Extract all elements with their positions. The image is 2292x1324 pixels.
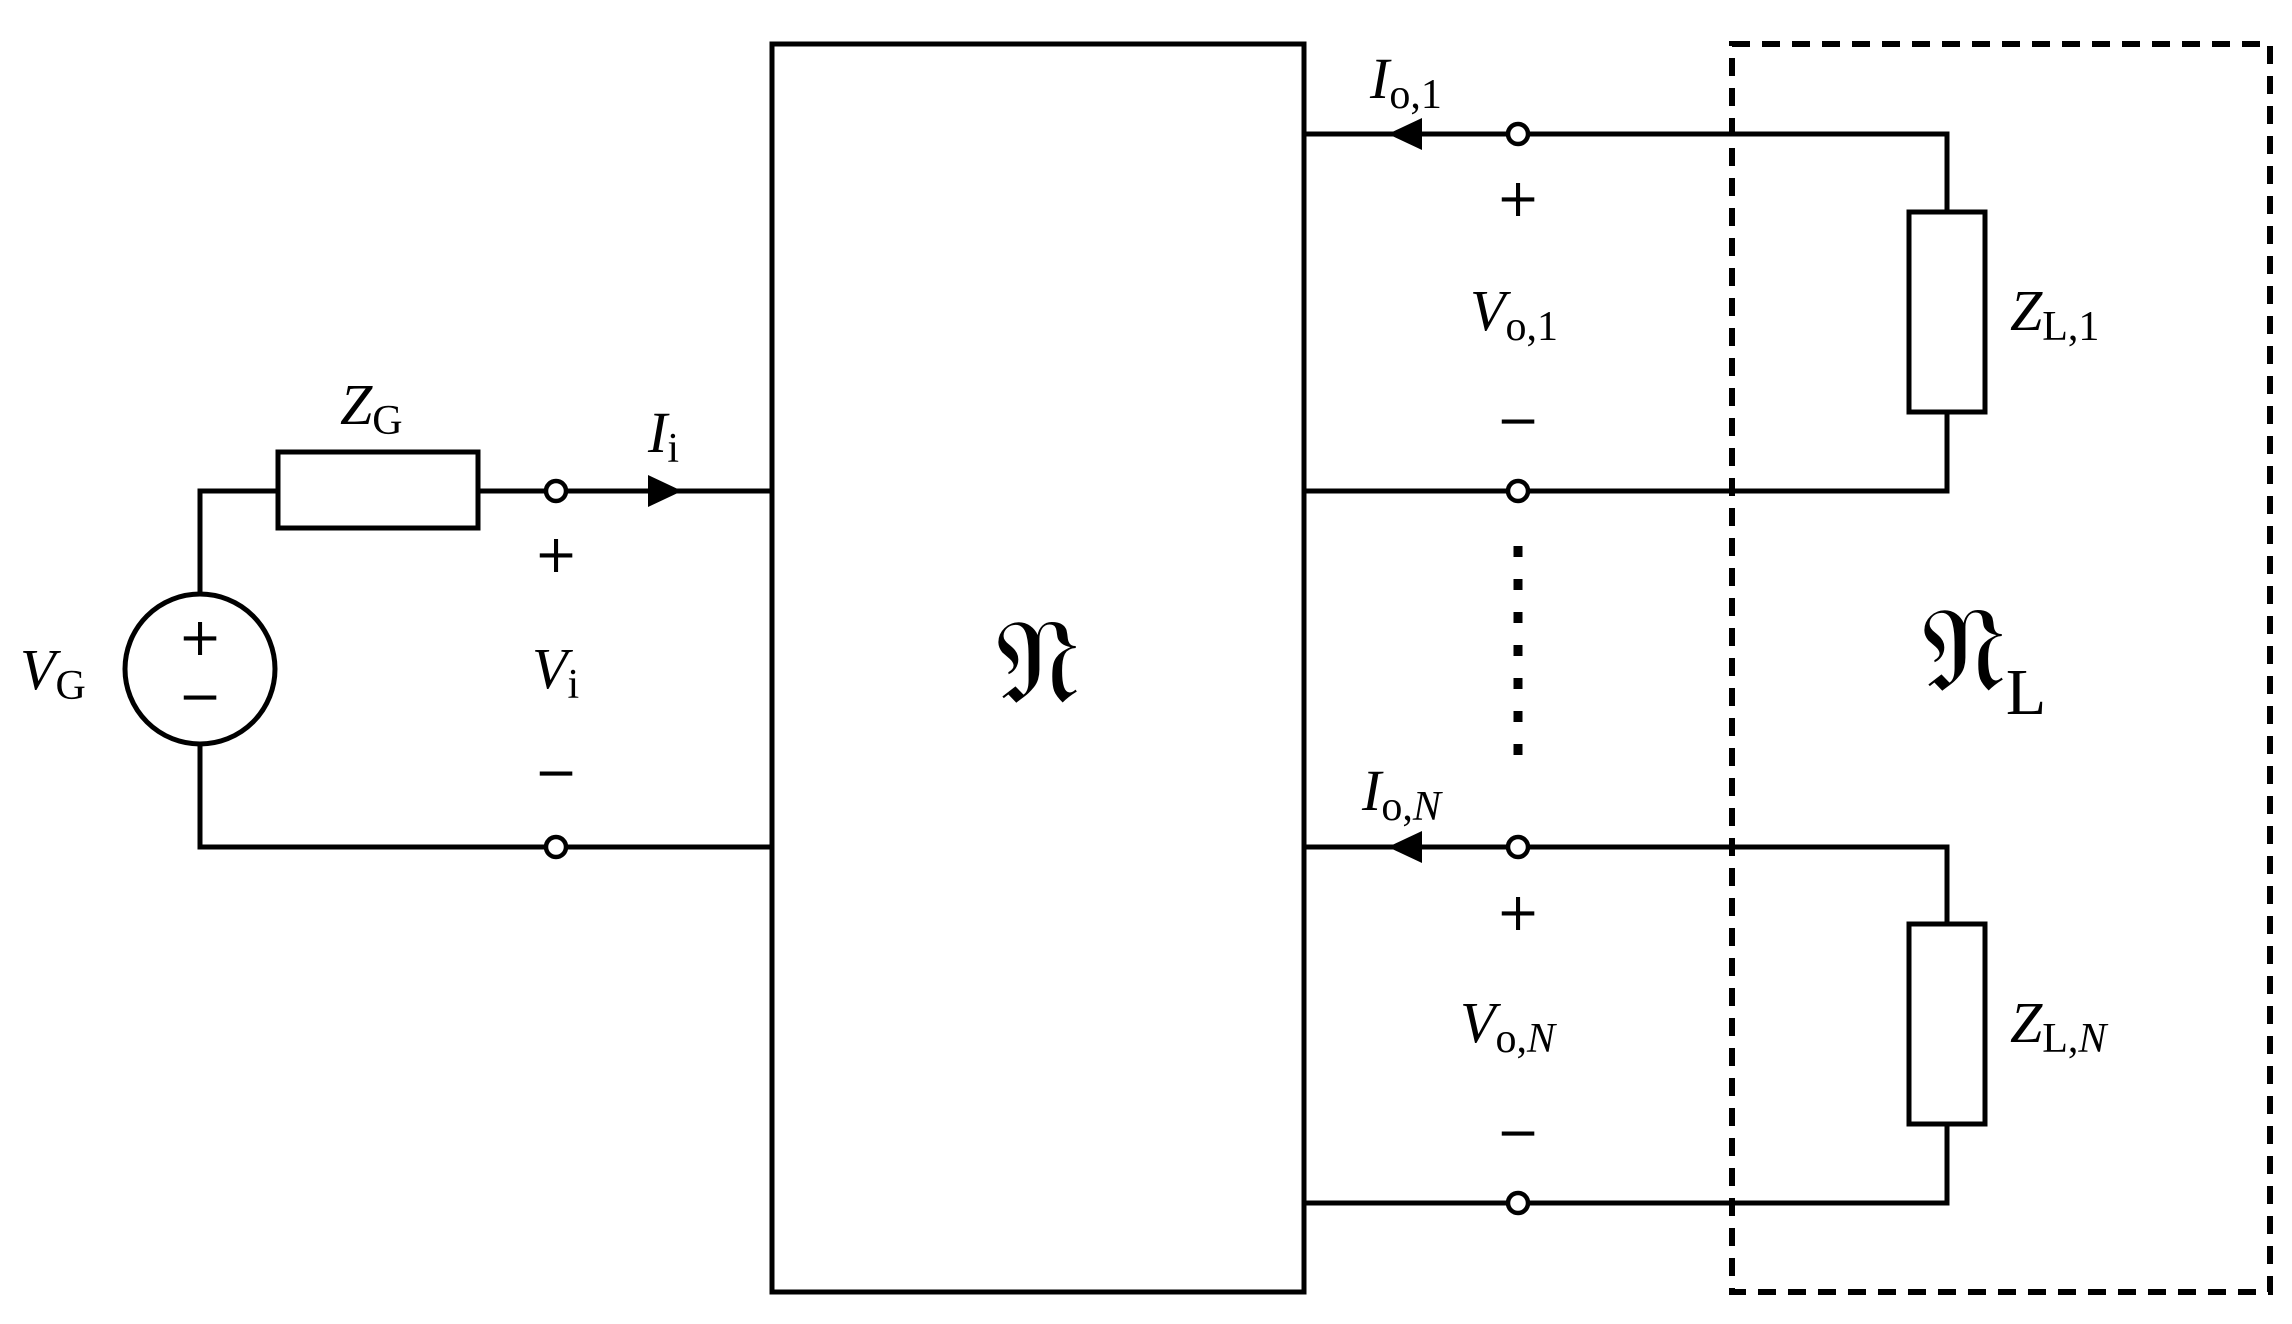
output1-terminal-bottom [1505,478,1531,504]
network-symbol: 𝔑 [996,592,1080,730]
generator-impedance [275,449,481,531]
outputn-minus: − [1496,1103,1540,1163]
load-impedance-1 [1906,209,1988,415]
outputn-terminal-bottom [1505,1190,1531,1216]
voltage-source-minus: − [178,667,222,727]
generator-circuit: + − VG ZG [20,372,557,850]
output1-current-label: Io,1 [1369,46,1442,118]
output1-current-arrow [1388,118,1422,150]
load-impedance-n [1906,921,1988,1127]
output1-plus: + [1496,169,1540,229]
wire-output1-bottom-outer [1525,409,1950,494]
input-port: Ii + Vi − [532,400,775,860]
generator-impedance-label: ZG [340,372,403,444]
wire-generator-bottom [197,741,557,850]
output-port-1: Io,1 + Vo,1 − ZL,1 [1301,46,2099,504]
output1-minus: − [1496,391,1540,451]
wire-output1-top-outer [1525,131,1950,215]
outputn-plus: + [1496,883,1540,943]
input-current-arrow [648,475,682,507]
input-terminal-bottom [543,834,569,860]
wire-outputn-bottom-outer [1525,1121,1950,1206]
network-box [769,41,1307,1295]
voltage-source [122,591,278,747]
input-current-label: Ii [647,400,679,472]
load-impedance-n-label: ZL,N [2010,990,2108,1062]
wire-generator-top [197,488,281,597]
outputn-current-label: Io,N [1361,758,1443,830]
load-impedance-1-label: ZL,1 [2010,278,2099,350]
generator-voltage-label: VG [20,637,86,709]
load-network-boundary [1729,41,2273,1295]
input-minus: − [534,743,578,803]
voltage-source-plus: + [178,608,222,668]
load-network-symbol: 𝔑L [1922,580,2046,729]
outputn-terminal-top [1505,834,1531,860]
wire-outputn-top-outer [1525,844,1950,927]
output1-terminal-top [1505,121,1531,147]
input-plus: + [534,525,578,585]
outputn-voltage-label: Vo,N [1460,990,1557,1062]
output1-voltage-label: Vo,1 [1470,278,1558,350]
output-port-n: Io,N + Vo,N − ZL,N [1301,758,2108,1216]
input-voltage-label: Vi [532,636,579,708]
input-terminal-top [543,478,569,504]
outputn-current-arrow [1388,831,1422,863]
